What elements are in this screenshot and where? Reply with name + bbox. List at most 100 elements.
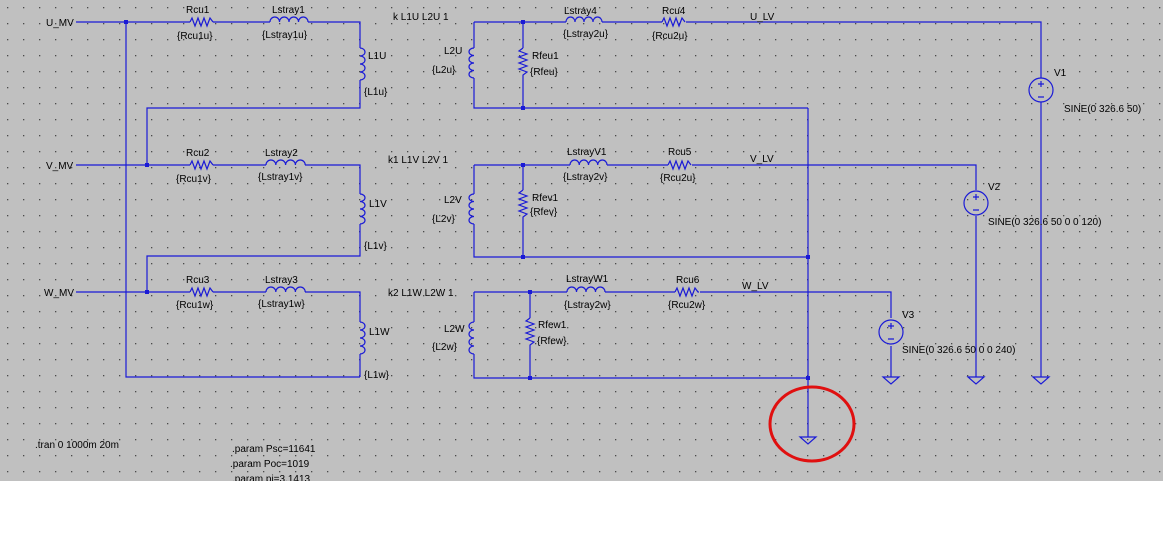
rcu2-value: {Rcu1v} bbox=[176, 174, 212, 185]
rcu1-value: {Rcu1u} bbox=[177, 31, 213, 42]
resistor-rfev1-symbol[interactable] bbox=[517, 189, 529, 220]
resistor-rfeu1-symbol[interactable] bbox=[517, 47, 529, 78]
l1u-value: {L1u} bbox=[364, 87, 388, 98]
l1v-name: L1V bbox=[369, 199, 387, 210]
net-label-v-mv: V_MV bbox=[46, 161, 74, 172]
rcu5-name: Rcu5 bbox=[668, 147, 692, 158]
v1-value: SINE(0 326.6 50) bbox=[1064, 104, 1141, 115]
net-label-u-mv: U_MV bbox=[46, 18, 74, 29]
junction-dot bbox=[528, 376, 532, 380]
inductor-lstrayv1-symbol[interactable] bbox=[569, 159, 608, 166]
ground-symbol-v2 bbox=[966, 376, 986, 385]
ground-symbol-v3 bbox=[881, 376, 901, 385]
schematic-canvas bbox=[0, 0, 1163, 481]
ground-symbol-v1 bbox=[1031, 376, 1051, 385]
lstrayw1-value: {Lstray2w} bbox=[564, 300, 611, 311]
coupling-k2: k2 L1W L2W 1 bbox=[388, 288, 454, 299]
net-label-w-mv: W_MV bbox=[44, 288, 74, 299]
l2w-value: {L2w} bbox=[432, 342, 458, 353]
junction-dot bbox=[521, 163, 525, 167]
lstray3-name: Lstray3 bbox=[265, 275, 298, 286]
rfev1-value: {Rfev} bbox=[530, 207, 558, 218]
inductor-l2u-symbol[interactable] bbox=[468, 47, 475, 79]
resistor-rcu2-symbol[interactable] bbox=[189, 159, 214, 171]
rfew1-name: Rfew1 bbox=[538, 320, 567, 331]
junction-dot bbox=[806, 255, 810, 259]
net-label-v-lv: V_LV bbox=[750, 154, 774, 165]
rcu2-name: Rcu2 bbox=[186, 148, 210, 159]
directive-tran[interactable]: .tran 0 1000m 20m bbox=[35, 440, 119, 451]
junctions bbox=[124, 20, 810, 380]
l2w-name: L2W bbox=[444, 324, 465, 335]
resistor-rcu1-symbol[interactable] bbox=[189, 16, 214, 28]
rfeu1-name: Rfeu1 bbox=[532, 51, 559, 62]
rcu6-value: {Rcu2w} bbox=[668, 300, 706, 311]
inductor-lstrayw1-symbol[interactable] bbox=[566, 286, 606, 293]
rfeu1-value: {Rfeu} bbox=[530, 67, 558, 78]
inductor-lstray2-symbol[interactable] bbox=[265, 159, 306, 166]
inductor-lstray4-symbol[interactable] bbox=[565, 16, 603, 23]
junction-dot bbox=[806, 376, 810, 380]
rcu6-name: Rcu6 bbox=[676, 275, 700, 286]
lstrayw1-name: LstrayW1 bbox=[566, 274, 609, 285]
inductor-l2w-symbol[interactable] bbox=[468, 321, 475, 355]
l2v-name: L2V bbox=[444, 195, 462, 206]
lstray2-name: Lstray2 bbox=[265, 148, 298, 159]
rcu4-name: Rcu4 bbox=[662, 6, 686, 17]
rfew1-value: {Rfew} bbox=[537, 336, 567, 347]
lstray1-name: Lstray1 bbox=[272, 5, 305, 16]
l2u-name: L2U bbox=[444, 46, 462, 57]
lstrayv1-name: LstrayV1 bbox=[567, 147, 607, 158]
junction-dot bbox=[521, 255, 525, 259]
lstrayv1-value: {Lstray2v} bbox=[563, 172, 608, 183]
lstray4-name: Lstray4 bbox=[564, 6, 597, 17]
junction-dot bbox=[145, 290, 149, 294]
directive-param-poc[interactable]: .param Poc=1019 bbox=[230, 459, 310, 470]
lstray4-value: {Lstray2u} bbox=[563, 29, 609, 40]
resistor-rcu3-symbol[interactable] bbox=[189, 286, 214, 298]
voltage-source-v2[interactable] bbox=[963, 190, 989, 216]
rfev1-name: Rfev1 bbox=[532, 193, 559, 204]
net-label-w-lv: W_LV bbox=[742, 281, 769, 292]
directive-param-pi[interactable]: .param pi=3.1413 bbox=[232, 474, 311, 485]
voltage-source-v1[interactable] bbox=[1028, 77, 1054, 103]
inductor-l1u-symbol[interactable] bbox=[359, 47, 366, 81]
l1u-name: L1U bbox=[368, 51, 386, 62]
l2u-value: {L2u} bbox=[432, 65, 456, 76]
lstray1-value: {Lstray1u} bbox=[262, 30, 308, 41]
rcu1-name: Rcu1 bbox=[186, 5, 210, 16]
inductor-l1w-symbol[interactable] bbox=[359, 321, 366, 355]
lstray3-value: {Lstray1w} bbox=[258, 299, 305, 310]
l2v-value: {L2v} bbox=[432, 214, 455, 225]
v3-name: V3 bbox=[902, 310, 915, 321]
resistor-rcu5-symbol[interactable] bbox=[667, 159, 692, 171]
v3-value: SINE(0 326.6 50 0 0 240) bbox=[902, 345, 1015, 356]
coupling-k1: k1 L1V L2V 1 bbox=[388, 155, 448, 166]
inductor-l1v-symbol[interactable] bbox=[359, 193, 366, 225]
inductor-lstray1-symbol[interactable] bbox=[269, 16, 309, 23]
rcu4-value: {Rcu2u} bbox=[652, 31, 688, 42]
highlight-circle bbox=[768, 385, 856, 463]
inductor-lstray3-symbol[interactable] bbox=[265, 286, 306, 293]
junction-dot bbox=[528, 290, 532, 294]
resistor-rfew1-symbol[interactable] bbox=[524, 317, 536, 350]
l1w-value: {L1w} bbox=[364, 370, 390, 381]
resistor-rcu6-symbol[interactable] bbox=[674, 286, 699, 298]
resistor-rcu4-symbol[interactable] bbox=[661, 16, 686, 28]
junction-dot bbox=[124, 20, 128, 24]
rcu3-value: {Rcu1w} bbox=[176, 300, 214, 311]
ground-symbol-lv-common bbox=[798, 436, 818, 445]
l1v-value: {L1v} bbox=[364, 241, 387, 252]
coupling-k: k L1U L2U 1 bbox=[393, 12, 449, 23]
inductor-l2v-symbol[interactable] bbox=[468, 193, 475, 225]
lstray2-value: {Lstray1v} bbox=[258, 172, 303, 183]
directive-param-psc[interactable]: .param Psc=11641 bbox=[232, 444, 316, 455]
v1-name: V1 bbox=[1054, 68, 1067, 79]
junction-dot bbox=[521, 106, 525, 110]
wires bbox=[76, 21, 1042, 437]
rcu3-name: Rcu3 bbox=[186, 275, 210, 286]
voltage-source-v3[interactable] bbox=[878, 319, 904, 345]
v2-name: V2 bbox=[988, 182, 1001, 193]
net-label-u-lv: U_LV bbox=[750, 12, 775, 23]
